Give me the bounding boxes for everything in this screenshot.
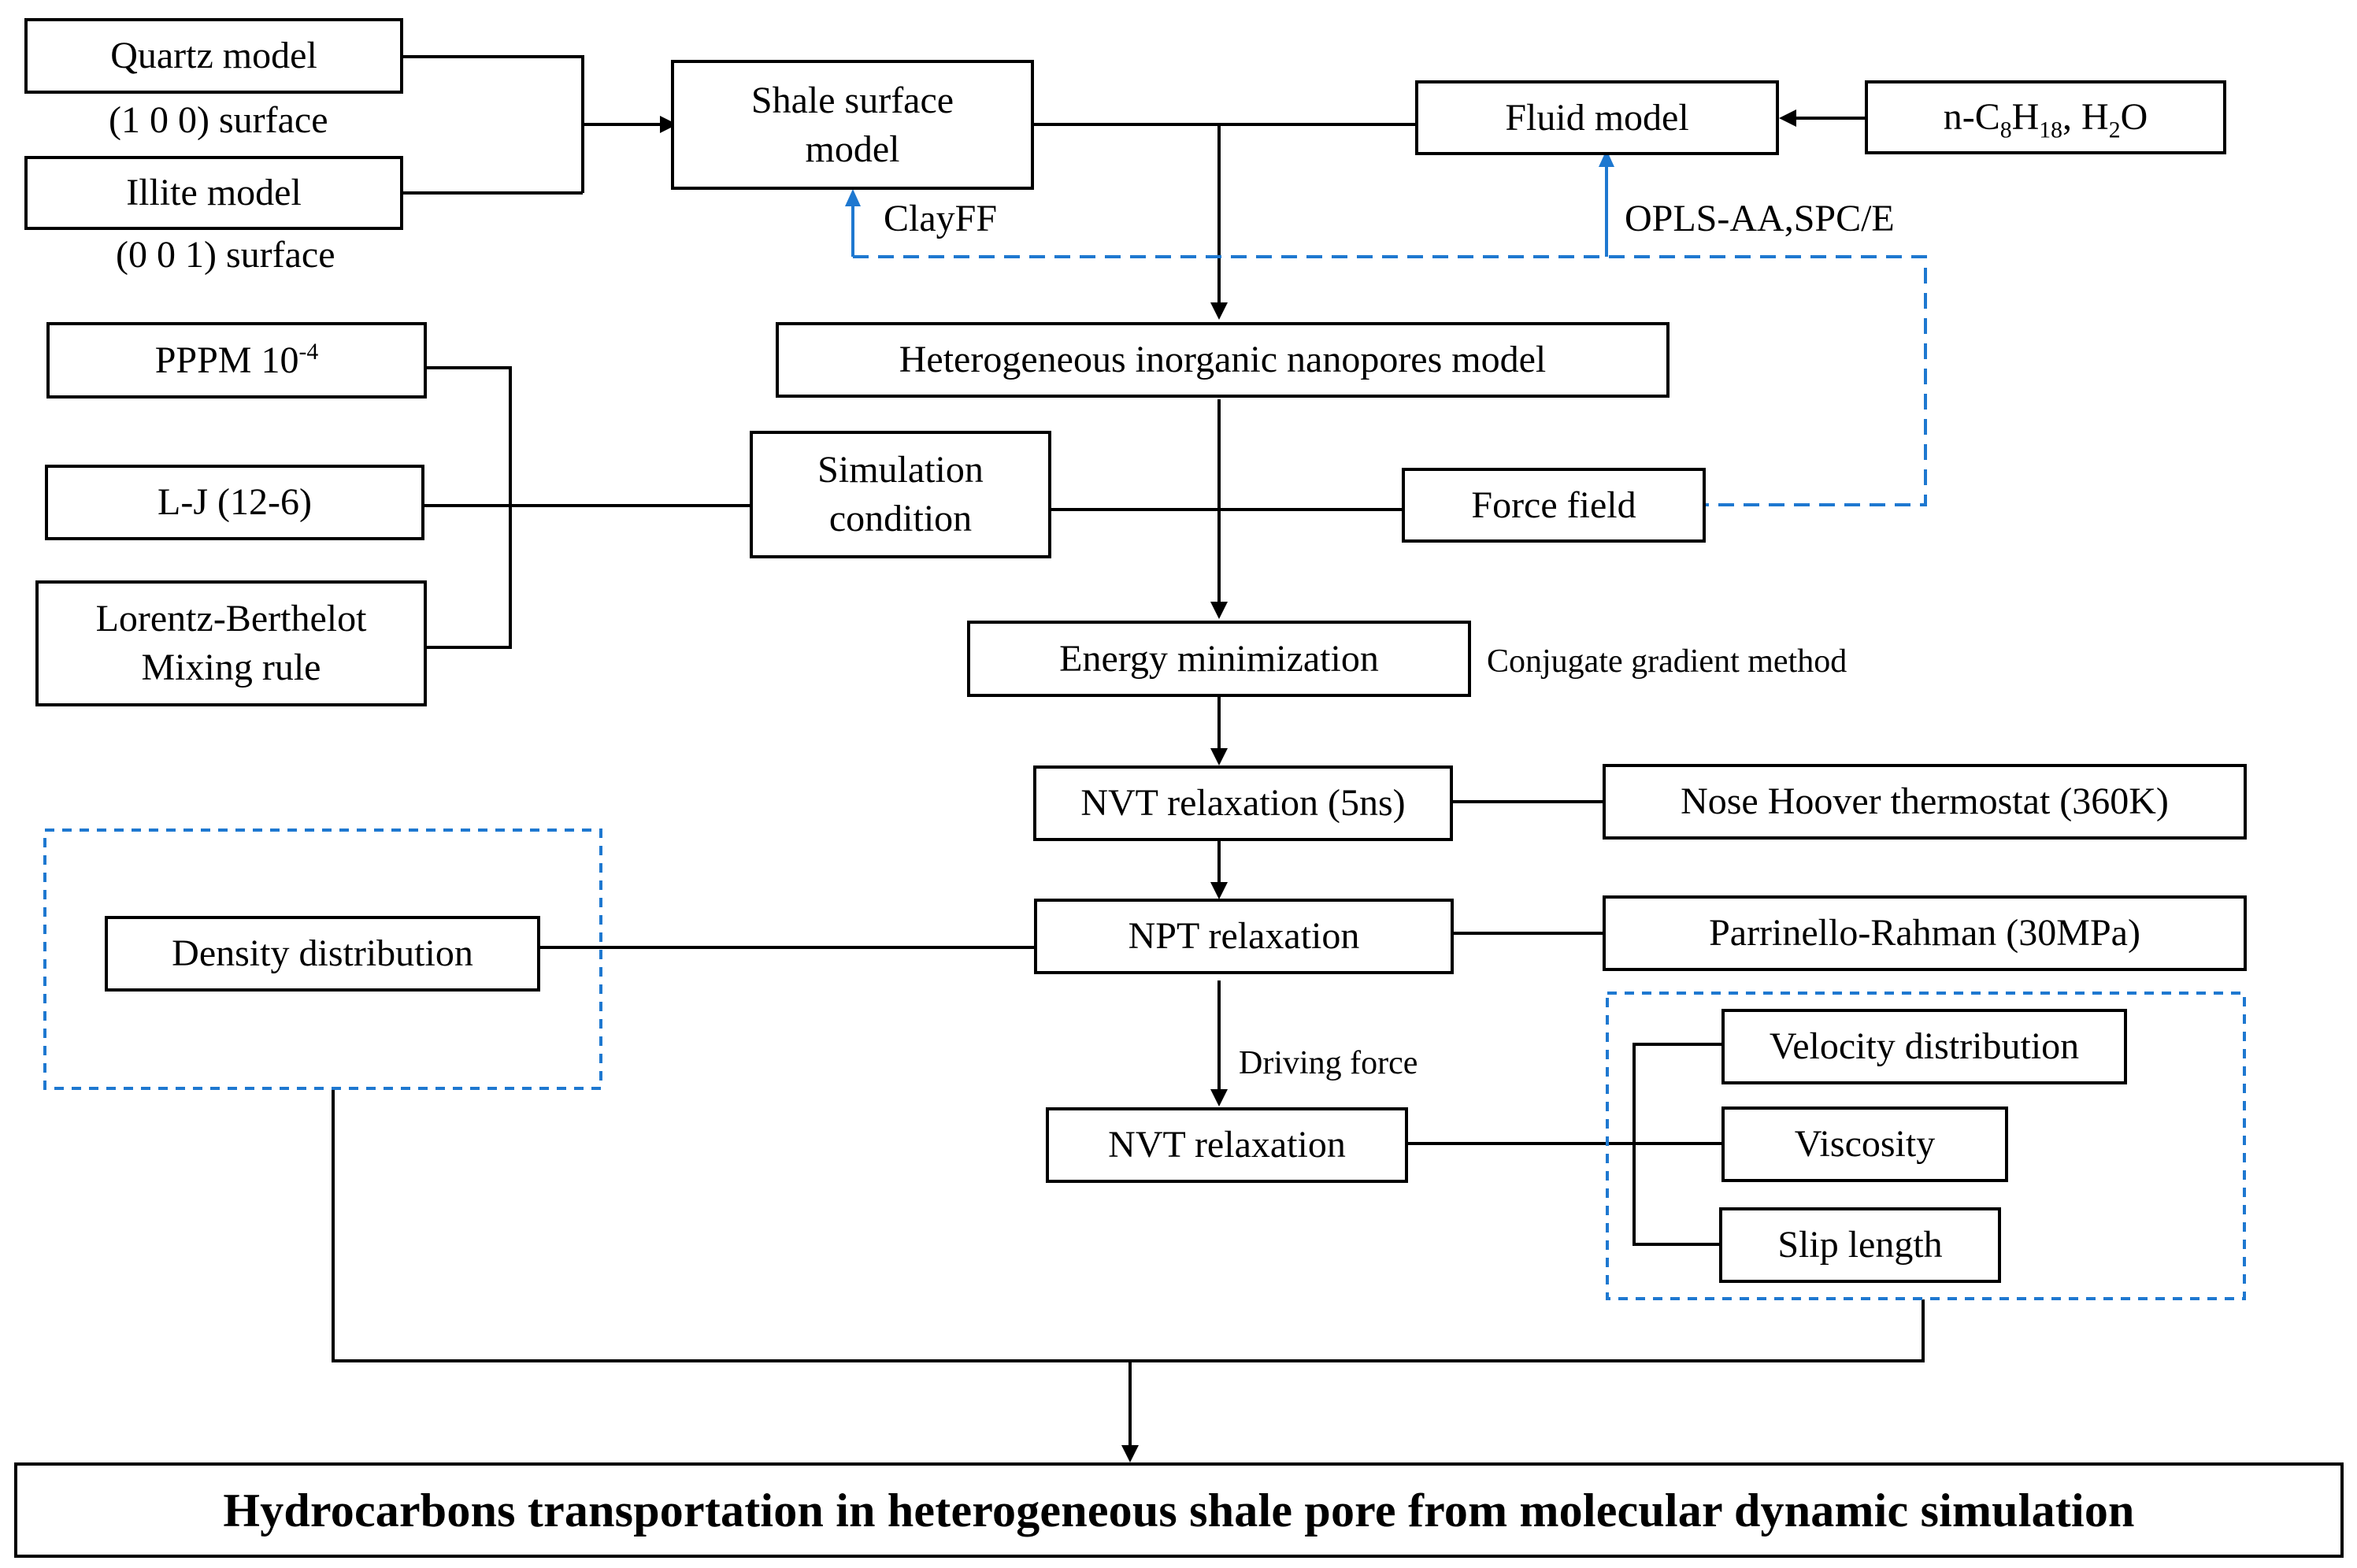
viscosity-label: Viscosity [1794,1123,1936,1165]
shale-surface-model-line1: Shale surface [750,79,954,121]
heterogeneous-model-box: Heterogeneous inorganic nanopores model [776,322,1670,398]
heterogeneous-model-label: Heterogeneous inorganic nanopores model [899,339,1547,380]
shale-surface-model-box: Shale surface model [671,60,1034,190]
mixing-rule-line1: Lorentz-Berthelot [95,598,367,639]
connector-bottom-merge [332,1090,1925,1362]
lj-box: L-J (12-6) [45,465,424,540]
mixing-rule-box: Lorentz-Berthelot Mixing rule [35,580,427,706]
arrow-head-clayff [845,189,861,206]
quartz-surface-label: (1 0 0) surface [109,99,328,141]
pppm-box: PPPM 10-4 [46,322,427,398]
force-field-box: Force field [1402,468,1706,543]
illite-model-label: Illite model [126,172,302,213]
simulation-condition-line2: condition [828,498,973,539]
npt-relaxation-label: NPT relaxation [1128,915,1360,957]
connector-results-bracket [1632,1043,1721,1246]
fluid-model-label: Fluid model [1505,96,1689,139]
pppm-label: PPPM 10-4 [154,338,319,381]
nose-hoover-label: Nose Hoover thermostat (360K) [1681,780,2169,822]
illite-model-box: Illite model [24,156,403,230]
quartz-model-label: Quartz model [110,35,317,76]
nvt-relaxation-label: NVT relaxation [1108,1124,1346,1166]
conjugate-gradient-label: Conjugate gradient method [1487,643,1847,680]
dashed-results-group [1606,992,2246,1300]
arrow-head-npt [1210,882,1228,899]
final-title-label: Hydrocarbons transportation in heterogen… [223,1484,2135,1536]
lj-label: L-J (12-6) [158,481,312,523]
arrow-head-fluidmodel [1779,109,1796,127]
arrow-head-opls [1599,150,1614,167]
velocity-distribution-label: Velocity distribution [1769,1025,2080,1067]
parrinello-rahman-box: Parrinello-Rahman (30MPa) [1603,895,2247,971]
velocity-distribution-box: Velocity distribution [1721,1009,2127,1084]
dashed-density-group [43,828,602,1090]
clayff-label: ClayFF [884,198,998,239]
slip-length-box: Slip length [1719,1207,2001,1283]
npt-relaxation-box: NPT relaxation [1034,899,1454,974]
density-distribution-label: Density distribution [172,932,473,974]
arrow-head-heterogeneous [1210,302,1228,320]
fluid-model-box: Fluid model [1415,80,1779,155]
nvt-relaxation-5ns-box: NVT relaxation (5ns) [1033,765,1453,841]
nvt-relaxation-5ns-label: NVT relaxation (5ns) [1080,782,1406,824]
shale-surface-model-line2: model [805,128,900,170]
simulation-condition-box: Simulation condition [750,431,1051,558]
density-distribution-box: Density distribution [105,916,540,992]
force-field-label: Force field [1471,484,1636,526]
parrinello-rahman-label: Parrinello-Rahman (30MPa) [1709,912,2140,954]
mixing-rule-line2: Mixing rule [141,647,321,688]
arrow-head-nvt [1210,748,1228,765]
nvt-relaxation-box: NVT relaxation [1046,1107,1408,1183]
arrow-head-shale [660,116,677,133]
slip-length-label: Slip length [1777,1224,1943,1266]
quartz-model-box: Quartz model [24,18,403,94]
final-title-box: Hydrocarbons transportation in heterogen… [14,1462,2344,1558]
driving-force-label: Driving force [1239,1045,1418,1081]
energy-minimization-box: Energy minimization [967,621,1471,697]
connector-quartz-shale [403,55,584,193]
fluids-label: n-C8H18, H2O [1943,96,2148,143]
arrow-head-final [1121,1445,1139,1462]
dashed-forcefield-loop [853,255,1927,506]
viscosity-box: Viscosity [1721,1106,2008,1182]
nose-hoover-box: Nose Hoover thermostat (360K) [1603,764,2247,840]
opls-label: OPLS-AA,SPC/E [1625,198,1895,239]
illite-surface-label: (0 0 1) surface [116,234,335,276]
energy-minimization-label: Energy minimization [1059,637,1379,680]
arrow-head-energy [1210,602,1228,619]
fluids-box: n-C8H18, H2O [1865,80,2226,154]
arrow-head-nvt2 [1210,1089,1228,1106]
simulation-condition-line1: Simulation [817,449,984,491]
connector-pppm-bracket [427,366,512,649]
